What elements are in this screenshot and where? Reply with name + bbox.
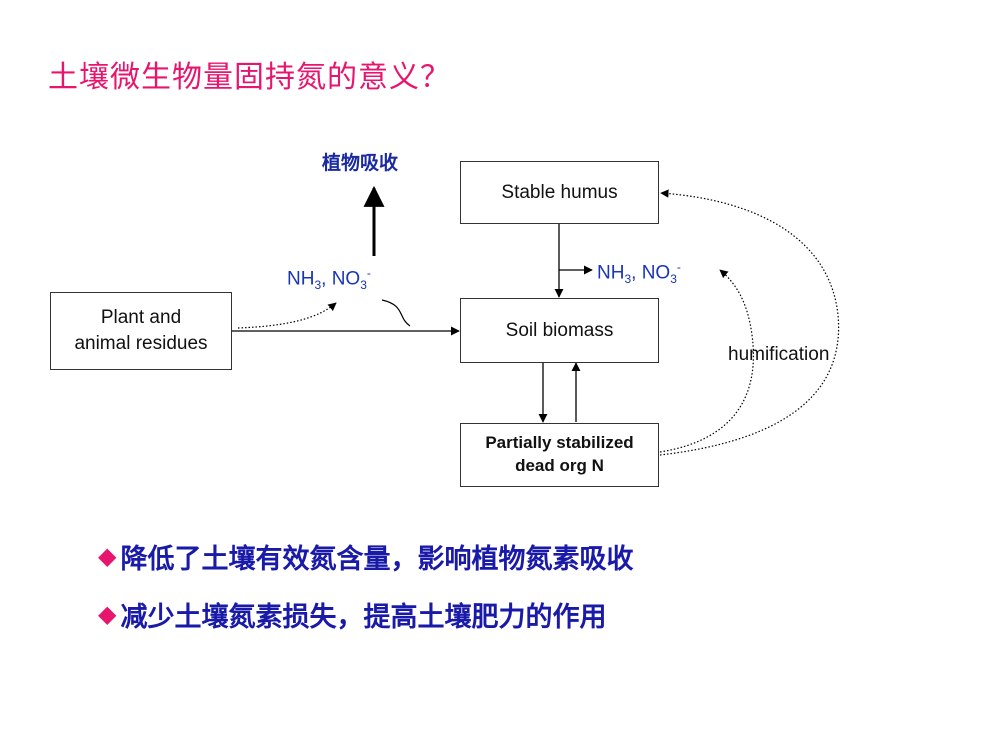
stable-humus-box: Stable humus xyxy=(460,161,659,224)
bullet-text: 降低了土壤有效氮含量，影响植物氮素吸收 xyxy=(120,543,634,575)
humification-curve-outer xyxy=(659,189,840,456)
bullet-item: ◆ 减少土壤氮素损失，提高土壤肥力的作用 xyxy=(98,590,633,638)
soil-biomass-box: Soil biomass xyxy=(460,298,659,363)
plant-uptake-label: 植物吸收 xyxy=(322,152,399,174)
bullet-text: 减少土壤氮素损失，提高土壤肥力的作用 xyxy=(120,601,607,633)
nh3-no3-label-right: NH3, NO3- xyxy=(597,260,681,287)
nh3-no3-label-left: NH3, NO3- xyxy=(287,266,371,293)
humification-label: humification xyxy=(728,344,830,365)
humification-curve-inner xyxy=(659,269,754,453)
residues-to-nh3-dotted xyxy=(237,302,337,329)
nh3-to-biomass-curve xyxy=(381,299,411,327)
page-title: 土壤微生物量固持氮的意义？ xyxy=(48,60,451,95)
bullet-item: ◆ 降低了土壤有效氮含量，影响植物氮素吸收 xyxy=(98,532,633,580)
diamond-bullet-icon: ◆ xyxy=(98,600,117,628)
diamond-bullet-icon: ◆ xyxy=(98,542,117,570)
bullet-list: ◆ 降低了土壤有效氮含量，影响植物氮素吸收 ◆ 减少土壤氮素损失，提高土壤肥力的… xyxy=(98,532,633,648)
